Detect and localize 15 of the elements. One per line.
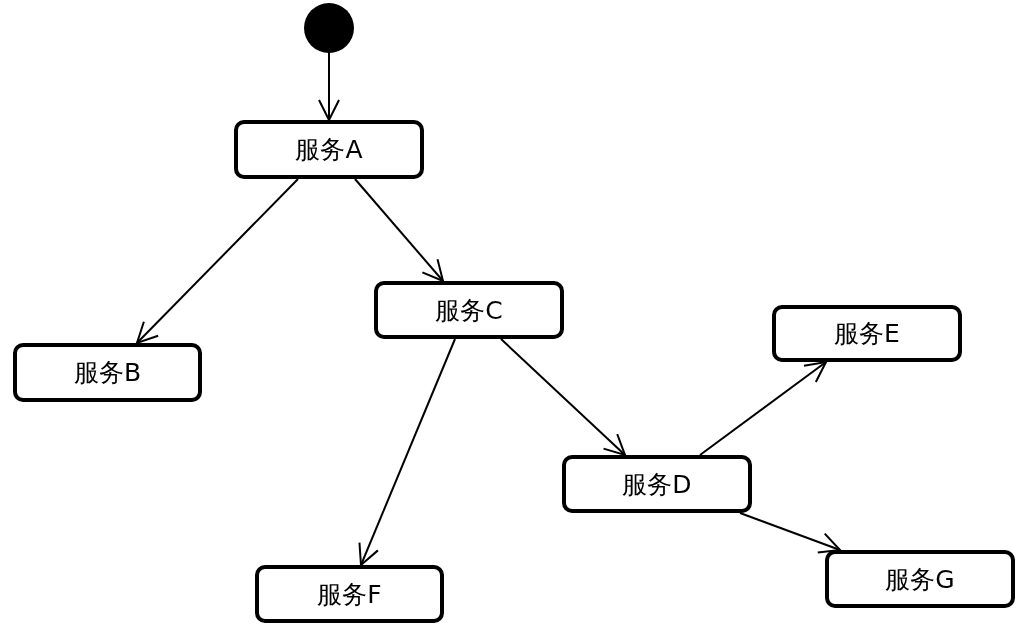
arrow — [318, 51, 340, 121]
arrow — [136, 178, 299, 344]
state-box: 服务B — [13, 343, 202, 402]
arrow — [500, 338, 626, 456]
arrow — [354, 178, 444, 282]
arrow — [699, 361, 827, 456]
state-box: 服务G — [825, 550, 1015, 608]
state-box: 服务E — [772, 305, 962, 362]
state-box: 服务F — [255, 565, 444, 623]
state-box: 服务A — [234, 120, 424, 179]
arrow — [358, 338, 456, 566]
state-box: 服务C — [374, 281, 564, 339]
start-circle — [304, 3, 354, 53]
state-box: 服务D — [562, 455, 752, 513]
arrow — [739, 512, 841, 554]
